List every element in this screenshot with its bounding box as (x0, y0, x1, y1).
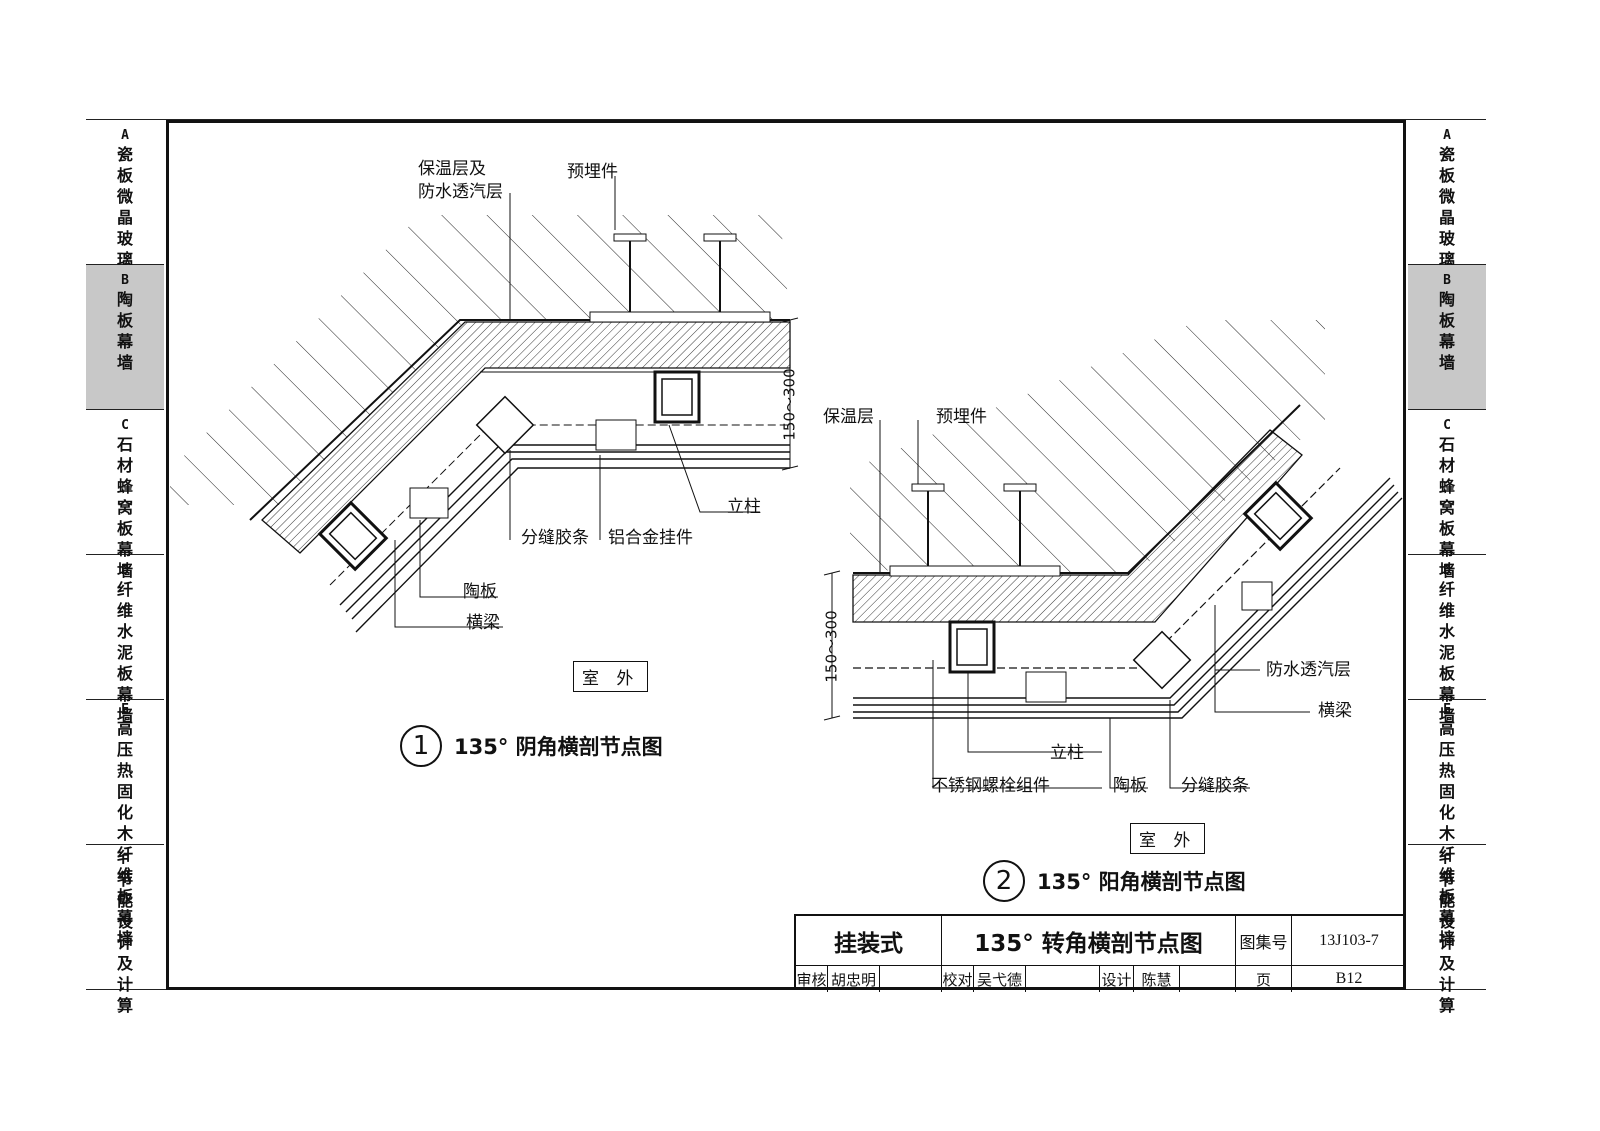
detail2-caption: 2 135° 阳角横剖节点图 (983, 860, 1246, 902)
title-atlas-label: 图集号 (1236, 916, 1292, 966)
title-type: 挂装式 (796, 916, 942, 966)
tab-letter: D (1443, 563, 1451, 578)
detail1-caption: 1 135° 阴角横剖节点图 (400, 725, 663, 767)
tab-label: 纤维水泥板幕墙 (1438, 580, 1455, 725)
drawing-frame (166, 120, 1406, 990)
title-page-no: B12 (1335, 970, 1363, 987)
tab-label: 节能设计及计算 (116, 870, 133, 1015)
detail2-outdoor: 室 外 (1130, 823, 1206, 854)
detail2-dimension: 150～300 (822, 610, 841, 683)
sidebar-tab-b[interactable]: B 陶板幕墙 (86, 265, 164, 410)
detail2-title: 135° 阳角横剖节点图 (1037, 870, 1246, 894)
sidebar-tab-b[interactable]: B 陶板幕墙 (1408, 265, 1486, 410)
tab-label: 石材蜂窝板幕墙 (116, 435, 133, 580)
detail2-number: 2 (983, 860, 1025, 902)
title-reviewer: 胡忠明 (828, 966, 880, 992)
tab-label: 高压热固化木纤维板幕墙 (1438, 719, 1455, 948)
title-review-label: 审核 (796, 966, 828, 992)
detail1-dimension: 150～300 (780, 368, 799, 441)
checker-signature (1026, 966, 1100, 992)
detail1-label-embedded: 预埋件 (567, 162, 618, 182)
detail2-label-waterproof: 防水透汽层 (1266, 660, 1351, 680)
sidebar-tab-f[interactable]: F 节能设计及计算 (1408, 845, 1486, 1015)
tab-label: 石材蜂窝板幕墙 (1438, 435, 1455, 580)
tab-letter: C (121, 418, 129, 433)
tab-label: 纤维水泥板幕墙 (116, 580, 133, 725)
reviewer-signature (880, 966, 942, 992)
detail2-label-joint-strip: 分缝胶条 (1181, 776, 1249, 796)
tab-label: 节能设计及计算 (1438, 870, 1455, 1015)
title-design-label: 设计 (1100, 966, 1134, 992)
sidebar-tab-e[interactable]: E 高压热固化木纤维板幕墙 (1408, 700, 1486, 948)
title-check-label: 校对 (942, 966, 974, 992)
detail1-drawing (170, 176, 799, 633)
sidebar-tab-d[interactable]: D 纤维水泥板幕墙 (1408, 555, 1486, 725)
tab-letter: F (121, 853, 129, 868)
detail2-drawing (823, 320, 1403, 789)
tab-letter: B (1443, 273, 1451, 288)
detail1-label-insulation-1: 保温层及 (418, 159, 486, 179)
tab-label: 陶板幕墙 (1438, 290, 1455, 372)
detail2-label-beam: 横梁 (1318, 701, 1352, 721)
detail2-label-bolt: 不锈钢螺栓组件 (931, 776, 1050, 796)
detail1-number: 1 (400, 725, 442, 767)
detail1-concrete (170, 215, 790, 505)
title-designer: 陈慧 (1134, 966, 1180, 992)
detail1-label-alu-hanger: 铝合金挂件 (608, 528, 693, 548)
tab-letter: C (1443, 418, 1451, 433)
detail2-label-terracotta: 陶板 (1113, 776, 1147, 796)
tab-label: 陶板幕墙 (116, 290, 133, 372)
sidebar-tab-f[interactable]: F 节能设计及计算 (86, 845, 164, 1015)
detail1-label-joint-strip: 分缝胶条 (521, 528, 589, 548)
tab-label: 高压热固化木纤维板幕墙 (116, 719, 133, 948)
title-page-label: 页 (1236, 966, 1292, 992)
tab-letter: E (1443, 702, 1451, 717)
sidebar-tab-d[interactable]: D 纤维水泥板幕墙 (86, 555, 164, 725)
detail2-label-insulation: 保温层 (823, 407, 874, 427)
title-main: 135° 转角横剖节点图 (942, 916, 1236, 966)
detail2-label-column: 立柱 (1050, 743, 1084, 763)
sidebar-tab-e[interactable]: E 高压热固化木纤维板幕墙 (86, 700, 164, 948)
detail1-label-insulation-2: 防水透汽层 (418, 182, 503, 202)
title-block: 挂装式 135° 转角横剖节点图 图集号 13J103-7 审核 胡忠明 校对 … (794, 914, 1406, 992)
sidebar-tab-c[interactable]: C 石材蜂窝板幕墙 (1408, 410, 1486, 580)
tab-letter: F (1443, 853, 1451, 868)
tab-letter: A (121, 128, 129, 143)
tab-letter: D (121, 563, 129, 578)
detail1-label-terracotta: 陶板 (463, 582, 497, 602)
detail1-title: 135° 阴角横剖节点图 (454, 735, 663, 759)
tab-letter: B (121, 273, 129, 288)
detail1-outdoor: 室 外 (573, 661, 649, 692)
detail2-label-embedded: 预埋件 (936, 407, 987, 427)
detail1-label-beam: 横梁 (466, 613, 500, 633)
tab-letter: A (1443, 128, 1451, 143)
sidebar-tab-c[interactable]: C 石材蜂窝板幕墙 (86, 410, 164, 580)
title-atlas-no: 13J103-7 (1292, 916, 1406, 966)
title-checker: 吴弋德 (974, 966, 1026, 992)
detail1-label-column: 立柱 (727, 497, 761, 517)
detail2-insulation (852, 429, 1303, 623)
designer-signature (1180, 966, 1236, 992)
top-rule (86, 119, 1486, 120)
tab-letter: E (121, 702, 129, 717)
